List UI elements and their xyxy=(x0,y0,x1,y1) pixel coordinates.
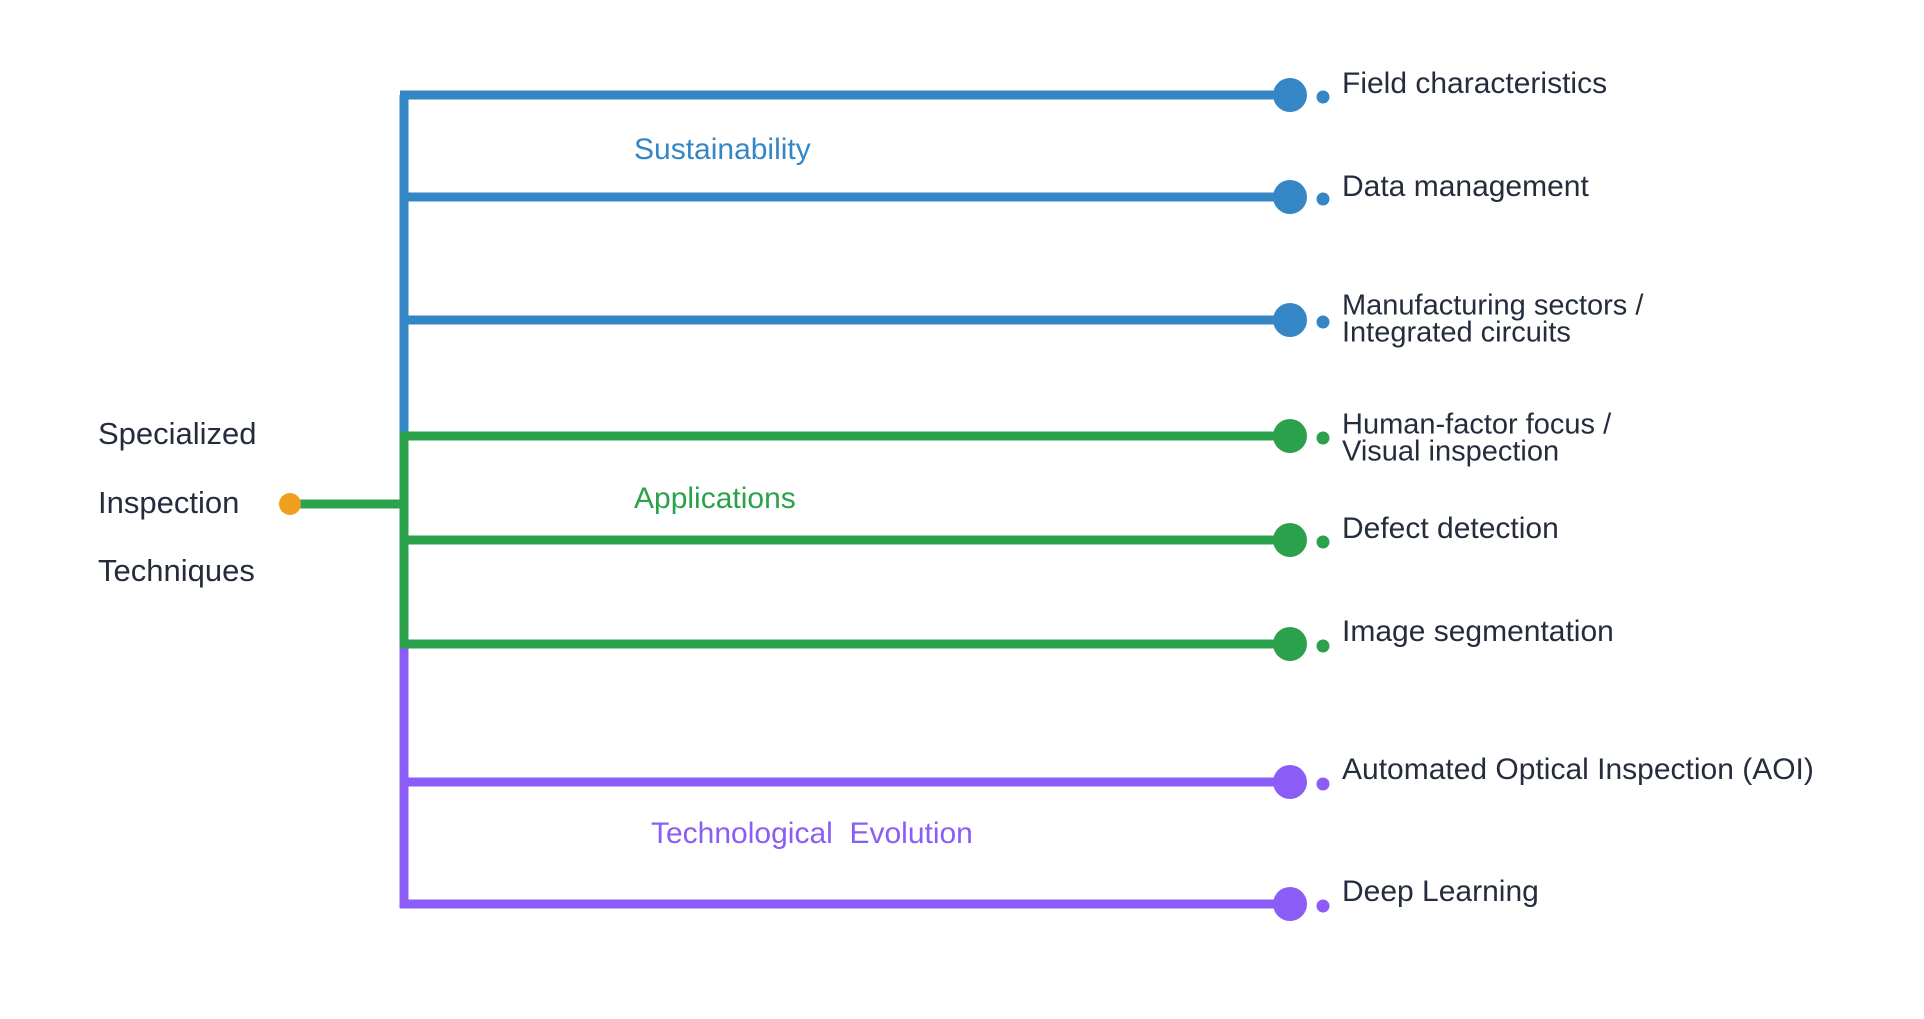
root-node-marker[interactable] xyxy=(279,493,301,515)
branch-data-management: Data management xyxy=(400,170,1589,214)
leaf-dot-deep-learning xyxy=(1316,899,1330,913)
leaf-label-data-management: Data management xyxy=(1342,170,1589,203)
branch-deep-learning: Deep Learning xyxy=(400,875,1539,921)
root-label-line1: Specialized xyxy=(98,416,257,451)
leaf-label-manufacturing-sectors-line1: Manufacturing sectors / xyxy=(1342,290,1644,322)
leaf-label-deep-learning: Deep Learning xyxy=(1342,875,1539,908)
leaf-label-automated-optical-inspection: Automated Optical Inspection (AOI) xyxy=(1342,753,1814,786)
leaf-node-field-characteristics[interactable] xyxy=(1273,78,1307,112)
branch-defect-detection: Defect detection xyxy=(400,512,1559,557)
root-connector-group xyxy=(279,493,408,515)
branch-field-characteristics: Field characteristics xyxy=(400,67,1607,112)
branch-manufacturing-sectors: Manufacturing sectors / Integrated circu… xyxy=(400,290,1644,349)
leaf-dot-defect-detection xyxy=(1316,535,1330,549)
leaf-label-human-factor-focus-line2: Visual inspection xyxy=(1342,436,1559,468)
branch-automated-optical-inspection: Automated Optical Inspection (AOI) xyxy=(400,753,1814,799)
leaf-dot-field-characteristics xyxy=(1316,90,1330,104)
leaf-dot-automated-optical-inspection xyxy=(1316,777,1330,791)
leaf-label-human-factor-focus-line1: Human-factor focus / xyxy=(1342,409,1612,441)
leaf-node-automated-optical-inspection[interactable] xyxy=(1273,765,1307,799)
leaf-dot-manufacturing-sectors xyxy=(1316,315,1330,329)
leaf-label-manufacturing-sectors-line2: Integrated circuits xyxy=(1342,317,1571,349)
root-label-line3: Techniques xyxy=(98,553,255,588)
root-label-line2: Inspection xyxy=(98,485,239,520)
cluster-labels-group: Sustainability Applications Technologica… xyxy=(634,133,973,850)
cluster-label-applications: Applications xyxy=(634,482,796,515)
leaf-label-image-segmentation: Image segmentation xyxy=(1342,615,1614,648)
leaf-node-defect-detection[interactable] xyxy=(1273,523,1307,557)
leaf-label-field-characteristics: Field characteristics xyxy=(1342,67,1607,100)
branch-image-segmentation: Image segmentation xyxy=(400,615,1614,661)
leaf-dot-human-factor-focus xyxy=(1316,431,1330,445)
leaf-node-manufacturing-sectors[interactable] xyxy=(1273,303,1307,337)
leaf-node-deep-learning[interactable] xyxy=(1273,887,1307,921)
cluster-label-sustainability: Sustainability xyxy=(634,133,811,166)
leaf-node-data-management[interactable] xyxy=(1273,180,1307,214)
leaf-label-defect-detection: Defect detection xyxy=(1342,512,1559,545)
leaf-node-image-segmentation[interactable] xyxy=(1273,627,1307,661)
leaf-node-human-factor-focus[interactable] xyxy=(1273,419,1307,453)
leaf-dot-image-segmentation xyxy=(1316,639,1330,653)
root-label-group: Specialized Inspection Techniques xyxy=(98,416,257,588)
branch-human-factor-focus: Human-factor focus / Visual inspection xyxy=(400,409,1612,468)
cluster-label-technological-evolution: Technological Evolution xyxy=(651,817,973,850)
leaf-dot-data-management xyxy=(1316,192,1330,206)
